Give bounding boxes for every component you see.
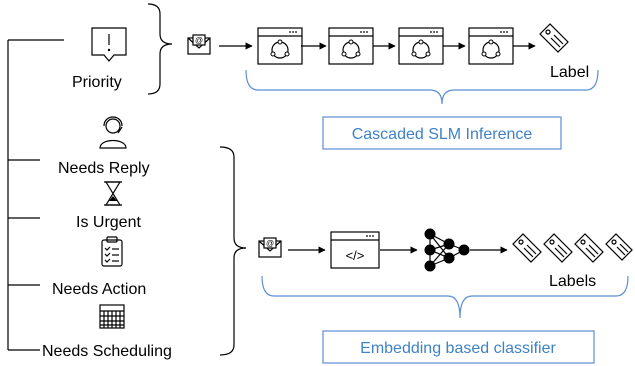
category-needs-scheduling: Needs Scheduling	[42, 343, 172, 360]
top-tag-icon	[539, 23, 569, 53]
top-curly-brace	[147, 3, 173, 95]
svg-text:</>: </>	[346, 248, 365, 263]
slm-window-icon-4	[468, 27, 514, 65]
bottom-curly-brace	[219, 146, 247, 356]
bottom-blue-bracket	[261, 275, 629, 319]
top-output-label: Label	[550, 64, 589, 81]
bottom-caption: Embedding based classifier	[360, 340, 556, 357]
top-caption: Cascaded SLM Inference	[352, 126, 533, 143]
code-window-icon: </>	[330, 231, 380, 269]
category-is-urgent: Is Urgent	[76, 214, 141, 231]
svg-text:@: @	[266, 239, 274, 248]
category-needs-action: Needs Action	[52, 281, 146, 298]
exclamation-box-icon	[91, 27, 127, 62]
neural-network-icon	[424, 228, 470, 272]
bottom-tag-icon-2	[543, 233, 573, 263]
category-tree-lines	[7, 39, 64, 351]
bottom-output-label: Labels	[549, 273, 596, 290]
hourglass-icon	[104, 181, 122, 206]
calendar-icon	[99, 304, 125, 329]
bottom-caption-box	[322, 330, 595, 364]
bottom-tag-icon-3	[574, 233, 604, 263]
bottom-tag-icon-4	[605, 233, 633, 261]
slm-window-icon-1	[257, 27, 303, 65]
category-needs-reply: Needs Reply	[58, 160, 150, 177]
top-blue-bracket	[245, 69, 599, 105]
person-headset-icon	[99, 116, 127, 149]
slm-window-icon-2	[328, 27, 374, 65]
clipboard-checklist-icon	[101, 236, 123, 267]
top-caption-box	[322, 116, 562, 150]
svg-text:@: @	[195, 36, 203, 45]
category-priority: Priority	[72, 74, 122, 91]
bottom-email-icon: @	[258, 237, 282, 258]
bottom-tag-icon-1	[512, 233, 542, 263]
slm-window-icon-3	[398, 27, 444, 65]
top-email-icon: @	[187, 34, 211, 55]
